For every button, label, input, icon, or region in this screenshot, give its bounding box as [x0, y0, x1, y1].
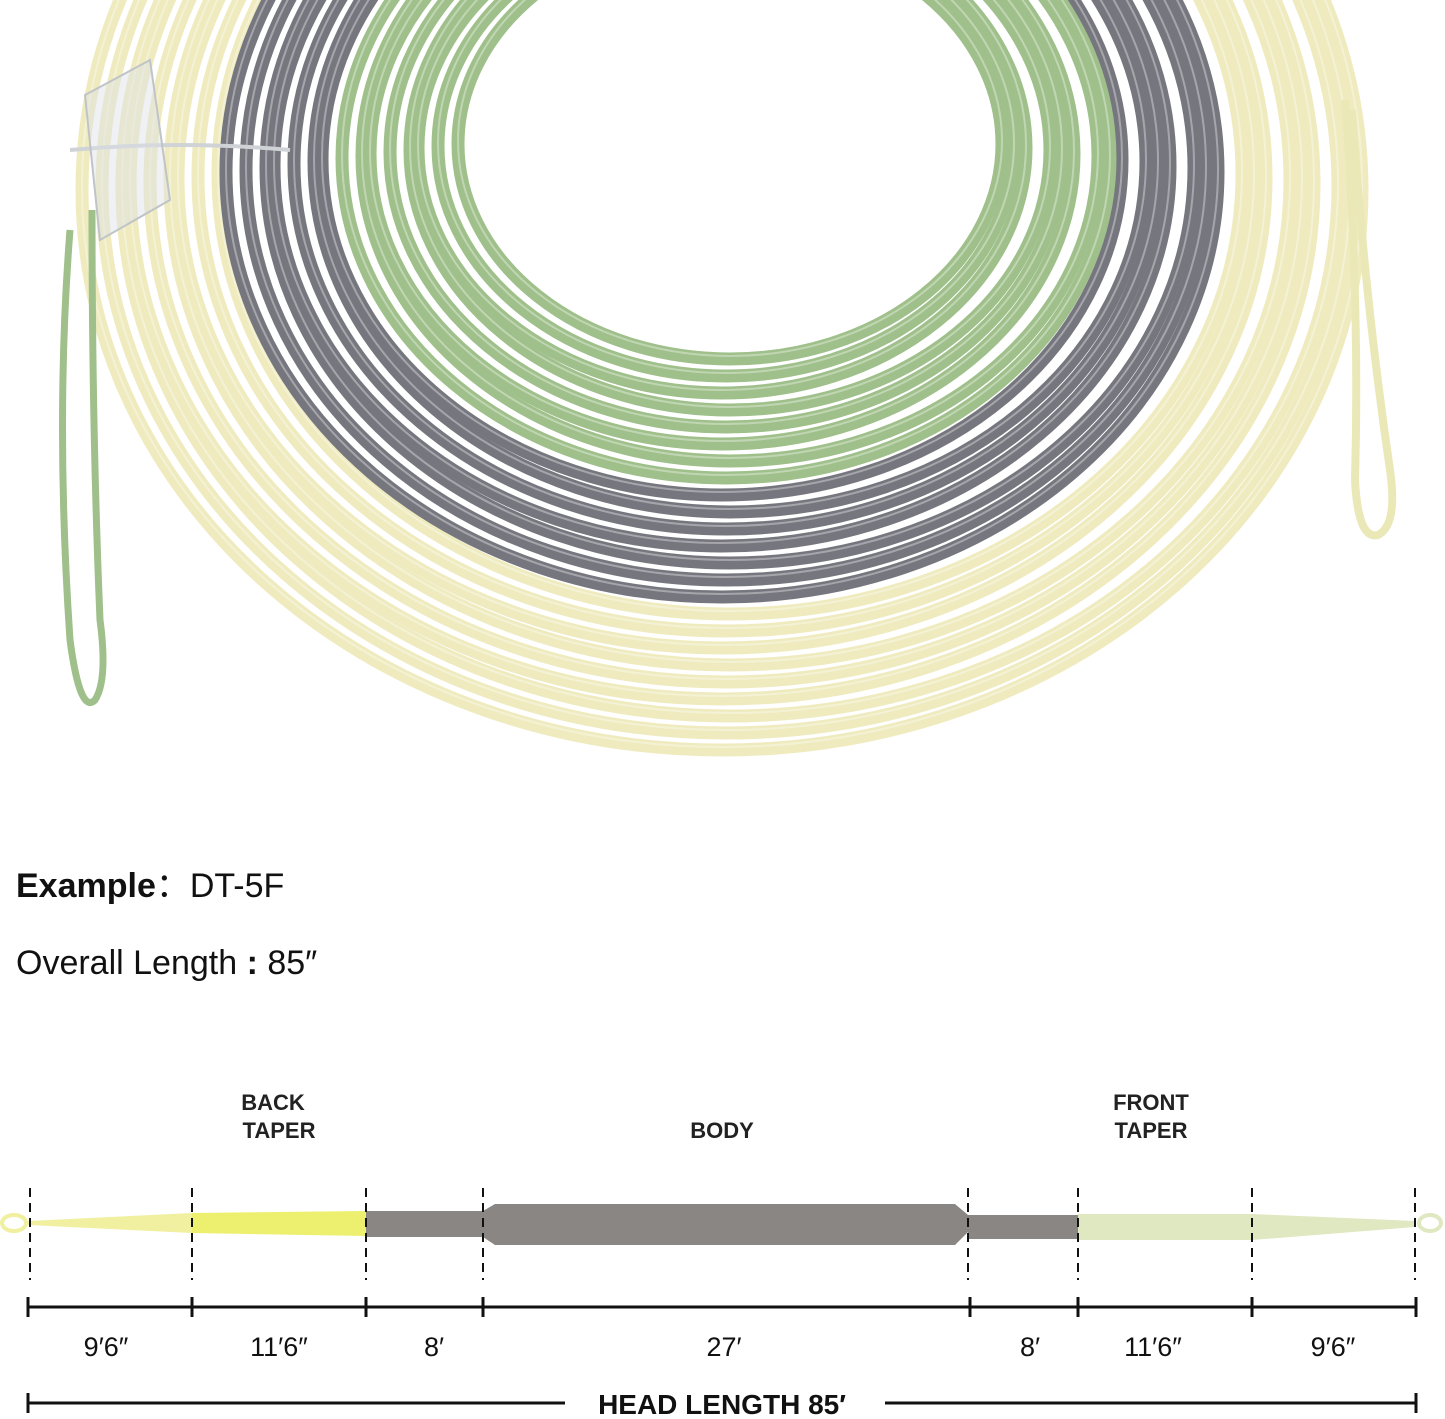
body-label: BODY	[690, 1118, 754, 1143]
coil-strand	[163, 0, 1297, 672]
coil-strand-highlight	[341, 0, 1111, 476]
back-taper-label-line1: BACK	[241, 1090, 305, 1115]
back-taper-section	[192, 1211, 366, 1236]
measurement-body: 27′	[706, 1332, 741, 1362]
head-length-label: HEAD LENGTH 85′	[598, 1389, 846, 1419]
tie-band	[69, 143, 291, 152]
coil-strand-highlight	[409, 0, 1051, 408]
coil-strand	[411, 0, 1033, 400]
coil-strand-highlight	[149, 0, 1303, 680]
coil-strand-highlight	[273, 0, 1171, 544]
coil-strand-highlight	[169, 0, 1291, 663]
coil-strand-highlight	[437, 0, 1015, 374]
coil-strand-highlight	[177, 0, 1267, 646]
example-label: Example	[16, 867, 156, 905]
coil-strand	[355, 0, 1105, 468]
coil-strand-highlight	[361, 0, 1099, 459]
coil-strand	[403, 0, 1057, 417]
coil-strand-highlight	[417, 0, 1027, 391]
coil-strand-highlight	[389, 0, 1063, 425]
coil-strand	[267, 0, 1177, 553]
front-taper-label-line1: FRONT	[1113, 1090, 1189, 1115]
coil-strand	[115, 0, 1345, 723]
coil-strand-highlight	[293, 0, 1159, 527]
measurement-ruler	[26, 1297, 1418, 1317]
coil-strand	[451, 0, 1009, 366]
coil-strand	[259, 0, 1201, 570]
coil-strand	[239, 0, 1213, 587]
measurement-back-running: 8′	[424, 1332, 444, 1362]
left-loop	[0, 1213, 28, 1233]
measurement-back-taper: 11′6″	[250, 1332, 308, 1362]
front-tip-section	[1252, 1214, 1415, 1240]
head-length-bar	[26, 1393, 1418, 1413]
overall-length-separator: :	[237, 944, 268, 982]
coil-strand	[123, 0, 1321, 706]
coil-strand-highlight	[313, 0, 1147, 510]
right-loop-end	[1341, 99, 1397, 540]
measurement-front-running: 8′	[1020, 1332, 1040, 1362]
example-value: DT-5F	[189, 867, 285, 905]
left-loop-end	[59, 209, 107, 706]
front-taper-section	[1078, 1214, 1252, 1240]
back-taper-label-line2: TAPER	[243, 1118, 316, 1143]
front-running-section	[968, 1215, 1078, 1239]
coil-strand-highlight	[225, 0, 1219, 595]
front-taper-label-line2: TAPER	[1115, 1118, 1188, 1143]
coil-strand	[307, 0, 1153, 519]
overall-length-label: Overall Length	[16, 944, 238, 982]
spec-example: Example：DT-5F	[16, 858, 284, 907]
coil-strand-highlight	[129, 0, 1315, 697]
fly-line-coil-photo	[59, 0, 1397, 757]
spec-overall-length: Overall Length : 85″	[16, 944, 317, 983]
coil-strand	[211, 0, 1249, 621]
measurement-back-tip: 9′6″	[84, 1332, 129, 1362]
dashed-guides	[29, 1188, 1416, 1280]
coil-strand	[191, 0, 1261, 638]
coil-strand-highlight	[369, 0, 1075, 442]
coil-strand	[383, 0, 1069, 434]
example-separator: ：	[155, 867, 190, 905]
body-section	[483, 1204, 968, 1245]
coil-strand	[335, 0, 1117, 485]
coil-strand	[431, 0, 1021, 383]
coil-strand	[315, 0, 1129, 502]
measurement-front-taper: 11′6″	[1124, 1332, 1182, 1362]
coil-strand	[287, 0, 1165, 536]
coil-strand	[363, 0, 1081, 451]
right-loop	[1417, 1213, 1443, 1233]
coil-strand	[171, 0, 1273, 655]
coil-strand-highlight	[457, 0, 1003, 357]
back-running-section	[366, 1211, 483, 1237]
coil-strand-highlight	[81, 0, 1363, 748]
coil-strand-highlight	[217, 0, 1243, 612]
coil-strand	[143, 0, 1309, 689]
measurement-front-tip: 9′6″	[1311, 1332, 1356, 1362]
plastic-tag	[83, 58, 172, 242]
coil-strand-highlight	[265, 0, 1195, 561]
taper-diagram: BACK TAPER BODY FRONT TAPER 9′6″ 11′6″ 8…	[0, 1090, 1443, 1419]
coil-strand-highlight	[197, 0, 1255, 629]
coil-strand-highlight	[321, 0, 1123, 493]
coil-strand-highlight	[121, 0, 1339, 714]
back-tip-section	[28, 1213, 192, 1233]
coil-strand-highlight	[245, 0, 1207, 578]
coil-strand	[219, 0, 1225, 604]
overall-length-value: 85″	[267, 944, 318, 982]
fly-line-coil	[75, 0, 1369, 757]
